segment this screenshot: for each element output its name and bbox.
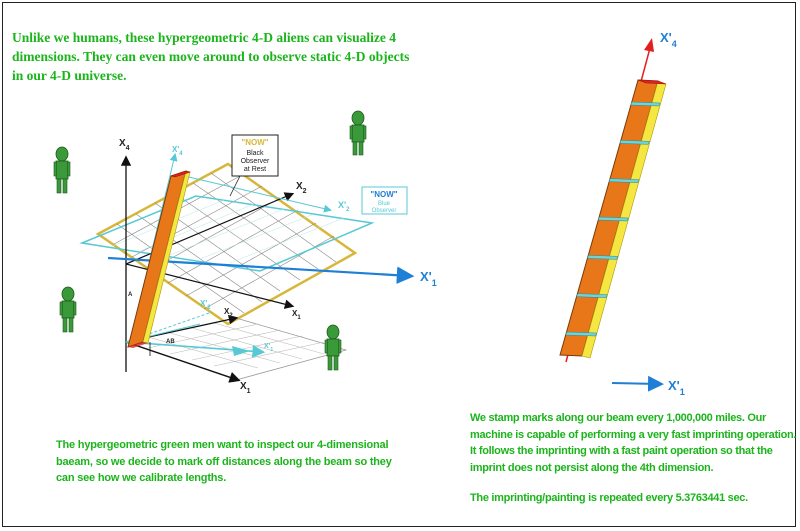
small-x1-label: X1 [240, 381, 251, 395]
x1-prime-label: X'1 [420, 269, 437, 288]
svg-text:"NOW": "NOW" [370, 190, 397, 199]
stamp-mark [630, 101, 661, 107]
lower-grid [124, 306, 348, 383]
x2-prime-axis [179, 174, 332, 213]
x1-prime-label-right: X'1 [668, 378, 685, 397]
black-observer-plane [95, 162, 358, 326]
small-x1-prime-label: X'1 [264, 343, 273, 353]
green-alien-3 [59, 286, 77, 333]
green-alien-4 [324, 324, 342, 371]
svg-text:Blue: Blue [378, 201, 391, 207]
beam-right [559, 79, 667, 359]
x2-prime-label: X'2 [338, 200, 350, 213]
x4-prime-axis [149, 153, 178, 259]
now-box-blue: "NOW" Blue Observer [361, 186, 408, 215]
svg-text:at Rest: at Rest [244, 166, 266, 173]
x1-label: X1 [292, 309, 301, 321]
green-alien-1 [53, 146, 71, 194]
right-diagram: X'4 X'1 [559, 30, 685, 397]
x2-label: X2 [296, 181, 307, 195]
right-caption: We stamp marks along our beam every 1,00… [470, 412, 797, 474]
green-alien-2 [349, 110, 367, 156]
stamp-mark [608, 178, 640, 183]
svg-text:Observer: Observer [372, 208, 397, 214]
stamp-mark [597, 216, 629, 222]
beam-left [127, 170, 192, 348]
left-caption: The hypergeometric green men want to ins… [56, 439, 392, 484]
left-diagram: X4 X'4 X2 X'2 X'1 X1 X'2 X2 X1 X'1 A AB … [53, 110, 437, 395]
mark-ab-label: AB [166, 339, 175, 345]
stamp-mark [565, 331, 597, 337]
svg-text:"NOW": "NOW" [241, 138, 268, 147]
small-x2-prime-label: X'2 [200, 299, 211, 311]
now-box-black: "NOW" Black Observer at Rest [229, 134, 279, 197]
stamp-marks [565, 101, 661, 337]
small-x2-label: X2 [224, 307, 233, 319]
stamp-mark [576, 293, 608, 298]
svg-text:Observer: Observer [241, 158, 270, 165]
x1-prime-axis-right [611, 375, 664, 392]
x4-prime-label-right: X'4 [660, 30, 677, 49]
svg-text:Black: Black [246, 150, 264, 157]
mark-a-label: A [128, 292, 133, 298]
stamp-mark [619, 140, 650, 145]
stamp-mark [587, 255, 619, 260]
x4-label: X4 [119, 138, 130, 152]
repeat-caption: The imprinting/painting is repeated ever… [470, 492, 748, 504]
x4-prime-label: X'4 [172, 145, 183, 157]
intro-caption: Unlike we humans, these hypergeometric 4… [12, 30, 410, 83]
